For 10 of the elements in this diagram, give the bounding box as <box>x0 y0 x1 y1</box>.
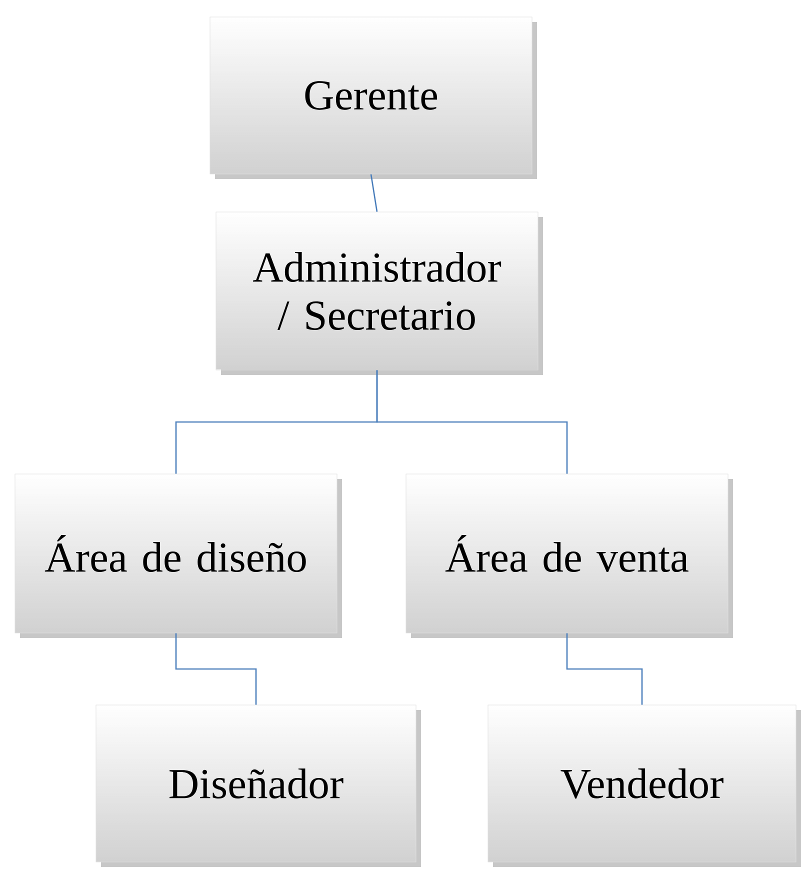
connector-line <box>376 370 568 474</box>
org-box: Diseñador <box>96 704 421 867</box>
connector-line <box>566 633 643 705</box>
org-box: Área de venta <box>406 474 733 638</box>
org-box: Vendedor <box>488 704 801 867</box>
connector-line <box>175 633 257 705</box>
connector-line <box>370 174 378 212</box>
org-box: Gerente <box>210 16 537 179</box>
org-box: Administrador / Secretario <box>216 212 543 375</box>
org-box: Área de diseño <box>14 474 342 638</box>
